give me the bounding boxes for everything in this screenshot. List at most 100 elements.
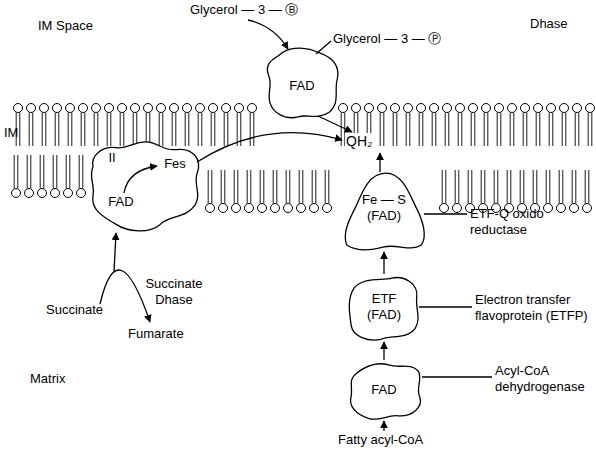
lipid-tail bbox=[523, 170, 524, 204]
lipid-tail bbox=[273, 170, 274, 204]
phospholipid bbox=[440, 170, 449, 213]
lipid-tail bbox=[474, 113, 475, 147]
node-text: Fes bbox=[160, 156, 190, 172]
lipid-head bbox=[417, 104, 426, 113]
phospholipid bbox=[586, 104, 595, 147]
lipid-tail bbox=[69, 155, 70, 189]
phospholipid bbox=[144, 104, 153, 147]
lipid-head bbox=[248, 104, 257, 113]
lipid-head bbox=[378, 104, 387, 113]
phospholipid bbox=[547, 104, 556, 147]
lipid-tail bbox=[55, 113, 56, 147]
lipid-tail bbox=[66, 155, 67, 189]
phospholipid bbox=[131, 104, 140, 147]
outline-path bbox=[91, 142, 198, 231]
lipid-head bbox=[271, 204, 280, 213]
phospholipid bbox=[310, 170, 319, 213]
lipid-head bbox=[391, 104, 400, 113]
lipid-tail bbox=[406, 113, 407, 147]
lipid-tail bbox=[572, 170, 573, 204]
phospholipid bbox=[232, 170, 241, 213]
lipid-head bbox=[27, 104, 36, 113]
phospholipid bbox=[51, 155, 60, 198]
phospholipid bbox=[183, 104, 192, 147]
leader-line bbox=[419, 306, 472, 307]
lipid-head bbox=[51, 189, 60, 198]
lipid-head bbox=[64, 189, 73, 198]
lipid-tail bbox=[549, 113, 550, 147]
substrate-arrow bbox=[248, 20, 288, 49]
lipid-tail bbox=[188, 113, 189, 147]
lipid-tail bbox=[575, 113, 576, 147]
phospholipid bbox=[495, 104, 504, 147]
lipid-head bbox=[557, 204, 566, 213]
text-label: Fumarate bbox=[128, 326, 184, 342]
phospholipid bbox=[378, 104, 387, 147]
lipid-tail bbox=[110, 113, 111, 147]
lipid-head bbox=[310, 204, 319, 213]
lipid-tail bbox=[68, 113, 69, 147]
lipid-head bbox=[144, 104, 153, 113]
lipid-head bbox=[209, 104, 218, 113]
lipid-head bbox=[66, 104, 75, 113]
phospholipid bbox=[235, 104, 244, 147]
complex-blob: II FAD Fes bbox=[86, 138, 202, 234]
enzyme-blob: Fe — S (FAD) bbox=[340, 168, 428, 252]
lipid-head bbox=[222, 104, 231, 113]
lipid-tail bbox=[523, 113, 524, 147]
phospholipid bbox=[92, 104, 101, 147]
phospholipid bbox=[284, 170, 293, 213]
internal-arrow bbox=[124, 166, 157, 193]
lipid-tail bbox=[27, 155, 28, 189]
lipid-head bbox=[206, 204, 215, 213]
electron-transfer-arrow bbox=[383, 252, 384, 274]
phospholipid bbox=[297, 170, 306, 213]
lipid-head bbox=[245, 204, 254, 213]
lipid-head bbox=[404, 104, 413, 113]
lipid-head bbox=[157, 104, 166, 113]
lipid-tail bbox=[578, 113, 579, 147]
lipid-tail bbox=[159, 113, 160, 147]
lipid-tail bbox=[513, 113, 514, 147]
lipid-tail bbox=[133, 113, 134, 147]
lipid-tail bbox=[562, 170, 563, 204]
lipid-head bbox=[339, 104, 348, 113]
node-text: II bbox=[102, 150, 122, 166]
outline-path bbox=[345, 173, 424, 250]
lipid-head bbox=[560, 104, 569, 113]
phospholipid bbox=[453, 170, 462, 213]
lipid-head bbox=[258, 204, 267, 213]
lipid-tail bbox=[53, 155, 54, 189]
lipid-tail bbox=[312, 170, 313, 204]
phospholipid bbox=[583, 170, 592, 213]
lipid-head bbox=[544, 204, 553, 213]
node-text: ETF (FAD) bbox=[361, 291, 407, 323]
lipid-tail bbox=[214, 113, 215, 147]
edge-group bbox=[384, 252, 385, 360]
lipid-tail bbox=[81, 113, 82, 147]
lipid-tail bbox=[14, 155, 15, 189]
lipid-tail bbox=[221, 170, 222, 204]
lipid-head bbox=[131, 104, 140, 113]
lipid-head bbox=[547, 104, 556, 113]
phospholipid bbox=[560, 104, 569, 147]
node-text: FAD bbox=[104, 194, 138, 210]
lipid-tail bbox=[79, 155, 80, 189]
lipid-tail bbox=[468, 170, 469, 204]
lipid-head bbox=[170, 104, 179, 113]
lipid-head bbox=[583, 204, 592, 213]
lipid-head bbox=[469, 104, 478, 113]
phospholipid bbox=[323, 170, 332, 213]
phospholipid bbox=[12, 155, 21, 198]
lipid-tail bbox=[536, 113, 537, 147]
phospholipid bbox=[404, 104, 413, 147]
lipid-tail bbox=[237, 170, 238, 204]
lipid-tail bbox=[409, 113, 410, 147]
lipid-tail bbox=[299, 170, 300, 204]
lipid-tail bbox=[172, 113, 173, 147]
lipid-tail bbox=[29, 113, 30, 147]
text-label: QH₂ bbox=[345, 133, 373, 150]
